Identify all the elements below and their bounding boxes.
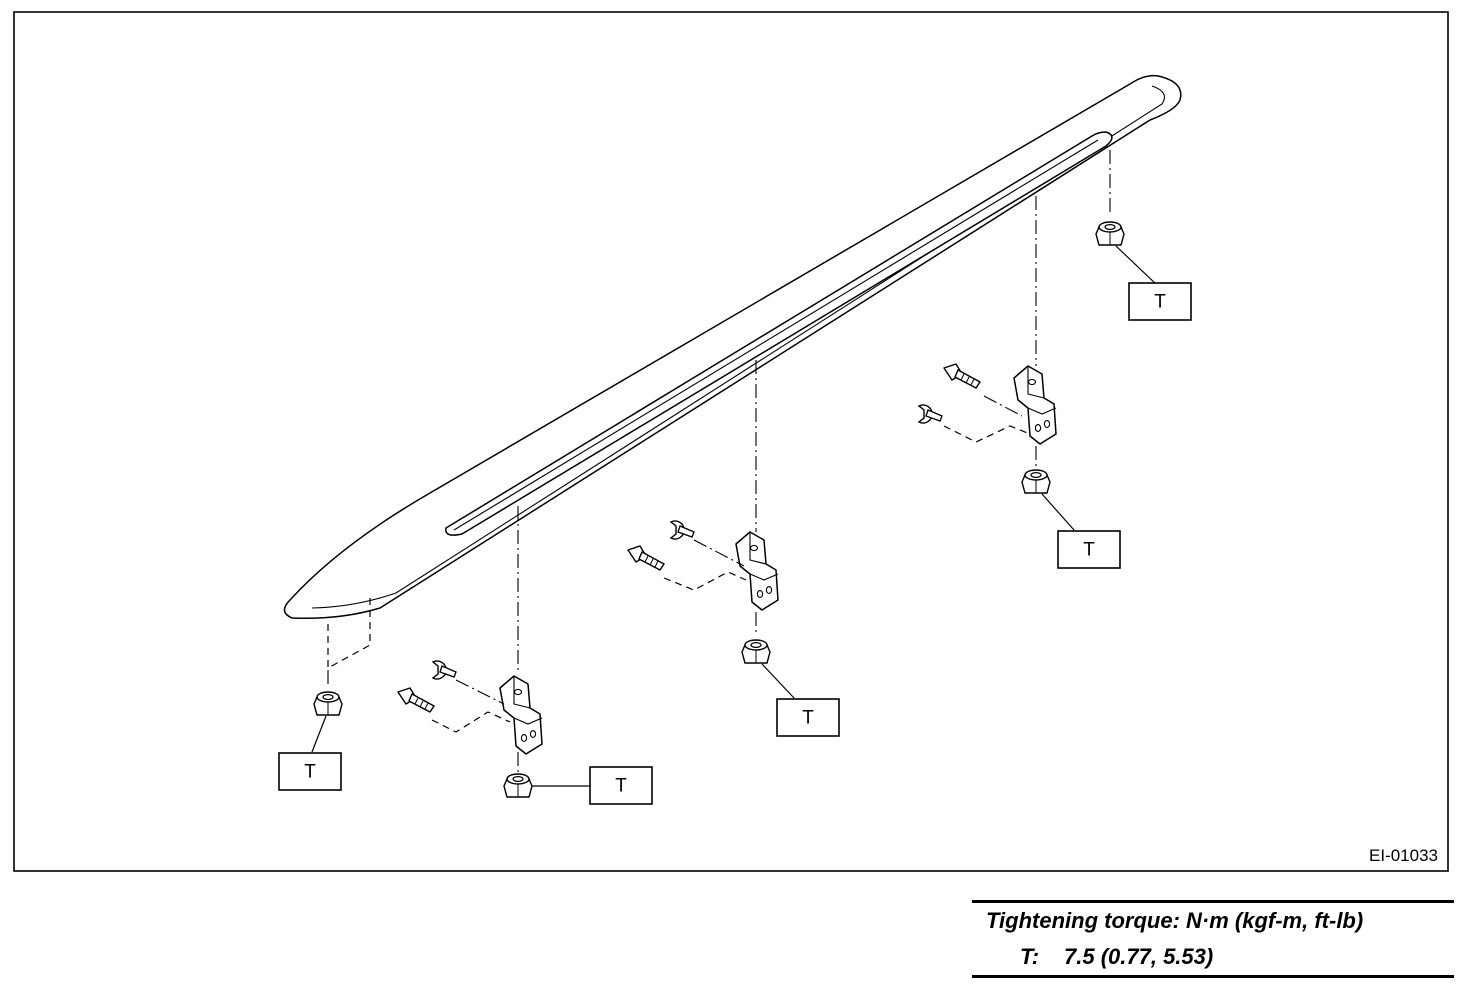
center-line	[455, 679, 505, 705]
center-line	[943, 425, 1031, 443]
torque-label-right: T	[1128, 282, 1192, 321]
rail-bracket-front	[499, 675, 543, 755]
torque-row: T: 7.5 (0.77, 5.53)	[972, 939, 1454, 975]
torque-label-front: T	[589, 766, 653, 805]
center-line	[431, 711, 511, 733]
leader-line	[761, 663, 795, 699]
rail-bracket-rear	[1013, 365, 1057, 445]
clip-icon	[918, 404, 943, 424]
bolt-icon	[627, 545, 665, 571]
torque-label-text: T	[1154, 292, 1166, 313]
rail-bracket-middle	[735, 531, 779, 611]
center-line	[693, 539, 745, 567]
clip-icon	[670, 520, 695, 540]
table-top-rule	[972, 900, 1454, 903]
center-line	[983, 395, 1023, 417]
torque-table: Tightening torque: N·m (kgf-m, ft-lb) T:…	[972, 900, 1454, 978]
bolt-icon	[397, 687, 435, 713]
table-bottom-rule	[972, 975, 1454, 978]
flange-nut-icon	[313, 691, 343, 716]
torque-heading: Tightening torque: N·m (kgf-m, ft-lb)	[986, 908, 1364, 933]
torque-label-middle: T	[776, 698, 840, 737]
roof-rail	[283, 74, 1182, 620]
flange-nut-icon	[1095, 221, 1125, 246]
torque-label-text: T	[1083, 540, 1095, 561]
leader-line	[1115, 245, 1159, 287]
center-line	[663, 571, 747, 591]
clip-icon	[432, 660, 457, 680]
flange-nut-icon	[503, 773, 533, 798]
figure-id: EI-01033	[1369, 846, 1438, 865]
figure-frame	[13, 11, 1449, 872]
flange-nut-icon	[741, 639, 771, 664]
leader-line	[311, 715, 327, 753]
torque-label-text: T	[615, 776, 627, 797]
torque-label-text: T	[304, 762, 316, 783]
torque-label-rear: T	[1057, 530, 1121, 569]
torque-label-text: T	[802, 708, 814, 729]
flange-nut-icon	[1021, 469, 1051, 494]
torque-label-front-end: T	[278, 752, 342, 791]
leader-line	[1041, 493, 1075, 531]
bolt-icon	[943, 363, 981, 389]
torque-value: 7.5 (0.77, 5.53)	[1064, 944, 1214, 969]
torque-symbol: T:	[1020, 944, 1040, 969]
